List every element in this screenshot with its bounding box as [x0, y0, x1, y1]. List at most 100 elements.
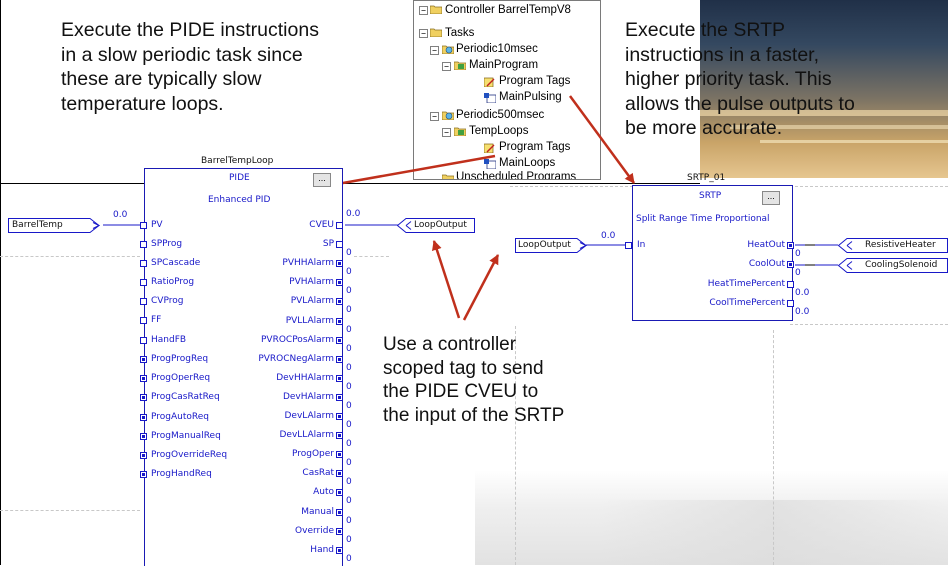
pide-input-pin[interactable] [140, 317, 147, 324]
pide-input-pin[interactable] [140, 260, 147, 267]
srtp-in-pin[interactable] [625, 242, 632, 249]
pide-output-pin[interactable] [336, 375, 343, 382]
pide-output-value: 0.0 [346, 209, 361, 219]
srtp-output-pin[interactable] [787, 261, 794, 268]
periodic-task-icon [442, 45, 454, 54]
pide-input-pin[interactable] [140, 222, 147, 229]
pide-input-pin[interactable] [140, 337, 147, 344]
pide-output-pin[interactable] [336, 337, 343, 344]
pide-output-pin[interactable] [336, 451, 343, 458]
pide-output-pin[interactable] [336, 394, 343, 401]
pide-properties-button[interactable]: ... [313, 173, 331, 187]
pide-input-pin[interactable] [140, 394, 147, 401]
pide-description: Enhanced PID [208, 195, 271, 205]
tree-item-task1[interactable]: Periodic10msec [456, 43, 538, 55]
srtp-tag[interactable]: SRTP_01 [687, 173, 726, 183]
tree-item-program1-tags[interactable]: Program Tags [499, 75, 571, 87]
pide-output-pin[interactable] [336, 222, 343, 229]
pide-output-value: 0 [346, 248, 352, 258]
pide-output-value: 0 [346, 382, 352, 392]
pide-output-value: 0 [346, 401, 352, 411]
pide-input-pin[interactable] [140, 414, 147, 421]
input-reference-barreltemp[interactable] [8, 218, 106, 233]
pide-input-label: HandFB [151, 335, 187, 345]
srtp-output-value: 0.0 [795, 288, 810, 298]
pide-input-pin[interactable] [140, 471, 147, 478]
pv-value: 0.0 [113, 210, 128, 220]
pide-output-label: CVEU [309, 220, 334, 230]
pide-input-pin[interactable] [140, 298, 147, 305]
pide-output-pin[interactable] [336, 413, 343, 420]
pide-output-label: PVROCNegAlarm [258, 354, 334, 364]
srtp-output-pin[interactable] [787, 281, 794, 288]
tree-item-program2-tags[interactable]: Program Tags [499, 141, 571, 153]
pide-output-label: DevHHAlarm [276, 373, 334, 383]
sheet-top-border [0, 183, 700, 184]
pide-input-pin[interactable] [140, 452, 147, 459]
arrow-mainloops-to-pide [325, 154, 496, 190]
collapse-toggle[interactable]: − [419, 29, 428, 38]
collapse-toggle[interactable]: − [430, 46, 439, 55]
srtp-output-label: CoolOut [748, 259, 785, 269]
pide-input-label: PV [151, 220, 163, 230]
pide-output-pin[interactable] [336, 509, 343, 516]
arrow-note-to-srtp-input [462, 254, 500, 321]
srtp-output-pin[interactable] [787, 300, 794, 307]
srtp-output-pin[interactable] [787, 242, 794, 249]
pide-output-pin[interactable] [336, 298, 343, 305]
pide-input-pin[interactable] [140, 356, 147, 363]
pide-output-pin[interactable] [336, 489, 343, 496]
tree-item-controller[interactable]: Controller BarrelTempV8 [445, 4, 571, 16]
pide-output-pin[interactable] [336, 260, 343, 267]
tree-item-task2[interactable]: Periodic500msec [456, 109, 545, 121]
pide-input-pin[interactable] [140, 279, 147, 286]
collapse-toggle[interactable]: − [419, 6, 428, 15]
barreltemp-label: BarrelTemp [12, 220, 63, 230]
tree-item-program2[interactable]: TempLoops [469, 125, 529, 137]
collapse-toggle[interactable]: − [430, 112, 439, 121]
program-tags-icon [484, 77, 495, 87]
pide-output-pin[interactable] [336, 356, 343, 363]
collapse-toggle[interactable]: − [442, 62, 451, 71]
pide-output-pin[interactable] [336, 318, 343, 325]
pide-output-pin[interactable] [336, 470, 343, 477]
tree-item-program2-routine[interactable]: MainLoops [499, 157, 556, 169]
grid-line [790, 324, 948, 326]
tree-item-program1[interactable]: MainProgram [469, 59, 539, 71]
pide-block[interactable] [144, 168, 343, 566]
pide-input-pin[interactable] [140, 433, 147, 440]
pide-input-label: RatioProg [151, 277, 195, 287]
program-icon [454, 61, 466, 70]
grid-line [354, 256, 389, 258]
collapse-toggle[interactable]: − [442, 128, 451, 137]
pide-output-pin[interactable] [336, 528, 343, 535]
tree-item-tasks[interactable]: Tasks [445, 27, 475, 39]
srtp-type: SRTP [699, 191, 722, 201]
input-reference-loopoutput[interactable] [515, 238, 589, 253]
pide-output-value: 0 [346, 305, 352, 315]
periodic-task-icon [442, 111, 454, 120]
srtp-properties-button[interactable]: ... [762, 191, 780, 205]
srtp-description: Split Range Time Proportional [636, 214, 770, 224]
pide-output-pin[interactable] [336, 547, 343, 554]
pide-output-label: PVHHAlarm [282, 258, 334, 268]
srtp-block[interactable] [632, 185, 793, 321]
srtp-output-label: CoolTimePercent [709, 298, 785, 308]
pide-input-pin[interactable] [140, 375, 147, 382]
pide-input-label: ProgOverrideReq [151, 450, 228, 460]
pide-input-label: ProgHandReq [151, 469, 212, 479]
tree-item-program1-routine[interactable]: MainPulsing [499, 91, 562, 103]
pide-input-pin[interactable] [140, 241, 147, 248]
grid-line [0, 256, 140, 258]
pide-output-value: 0 [346, 420, 352, 430]
pide-output-label: Hand [310, 545, 334, 555]
folder-icon [442, 174, 454, 179]
pide-output-pin[interactable] [336, 432, 343, 439]
pide-output-pin[interactable] [336, 279, 343, 286]
output-reference-loopoutput[interactable] [397, 218, 475, 233]
tree-item-unscheduled[interactable]: Unscheduled Programs [456, 171, 577, 180]
pide-tag[interactable]: BarrelTempLoop [201, 156, 274, 166]
pide-output-pin[interactable] [336, 241, 343, 248]
pide-output-value: 0 [346, 496, 352, 506]
pide-output-value: 0 [346, 325, 352, 335]
